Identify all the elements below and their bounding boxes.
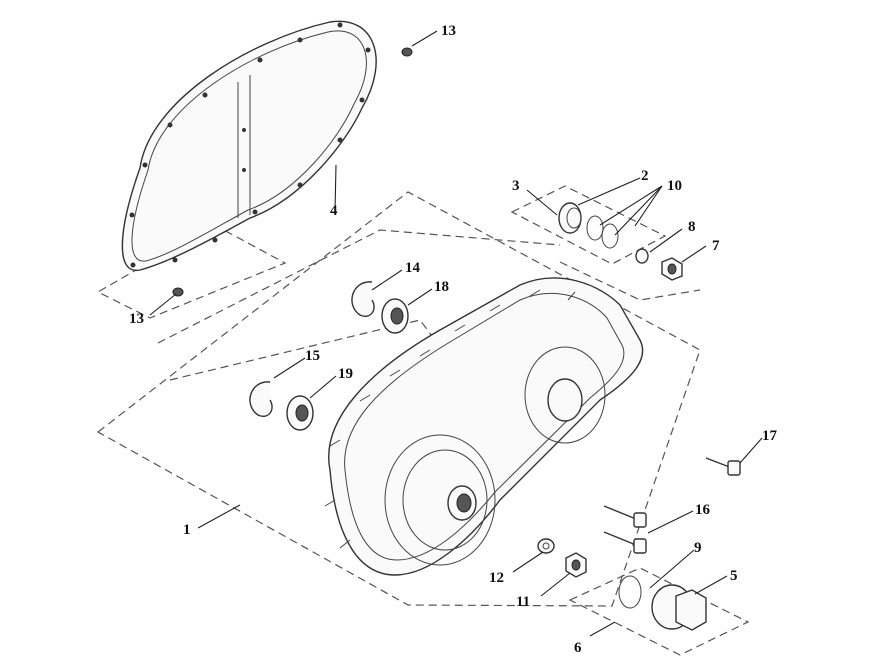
callout-12: 12 [489,570,504,586]
leader-lines [149,30,763,637]
seal-group-boundary [510,185,667,265]
callout-7: 7 [712,238,720,254]
callout-14: 14 [405,260,421,276]
callout-19: 19 [338,366,353,382]
callout-1: 1 [183,522,191,538]
bearing-boundary-upper [157,229,561,344]
nut-11 [565,552,587,578]
callout-18: 18 [434,279,449,295]
nut-7 [661,257,683,281]
plug-group-boundary [568,567,750,656]
callout-17: 17 [762,428,778,444]
o-ring-9 [618,575,642,609]
circlip-15 [249,381,273,417]
pin-13-upper [401,47,413,57]
drain-plug-5 [651,584,707,631]
callout-15: 15 [305,348,320,364]
bolt-16-upper [603,505,647,528]
circlip-14 [351,281,375,317]
oil-seal-2 [558,202,582,234]
clutch-cover-part [324,277,644,576]
bearing-18 [381,298,409,334]
callout-10: 10 [667,178,682,194]
cover-group-boundary [96,191,701,607]
bolt-17 [705,457,741,476]
callout-16: 16 [695,502,711,518]
bearing-19 [286,395,314,431]
washer-12 [537,538,555,554]
callout-13-lower: 13 [129,311,144,327]
callout-labels: 1 2 3 4 5 6 7 8 9 10 11 12 13 13 14 15 1… [129,23,778,656]
bearing-boundary-lower [169,319,436,381]
callout-6: 6 [574,640,582,656]
callout-2: 2 [641,168,649,184]
callout-3: 3 [512,178,520,194]
callout-13-upper: 13 [441,23,456,39]
group-boundaries [96,185,750,656]
o-rings-10 [586,215,619,249]
callout-11: 11 [516,594,530,610]
bolt-16-lower [603,531,647,554]
gasket-part [121,20,377,271]
callout-4: 4 [330,203,338,219]
callout-5: 5 [730,568,738,584]
callout-8: 8 [688,219,696,235]
washer-8 [635,248,649,264]
callout-9: 9 [694,540,702,556]
nut-group-boundary [559,261,701,301]
